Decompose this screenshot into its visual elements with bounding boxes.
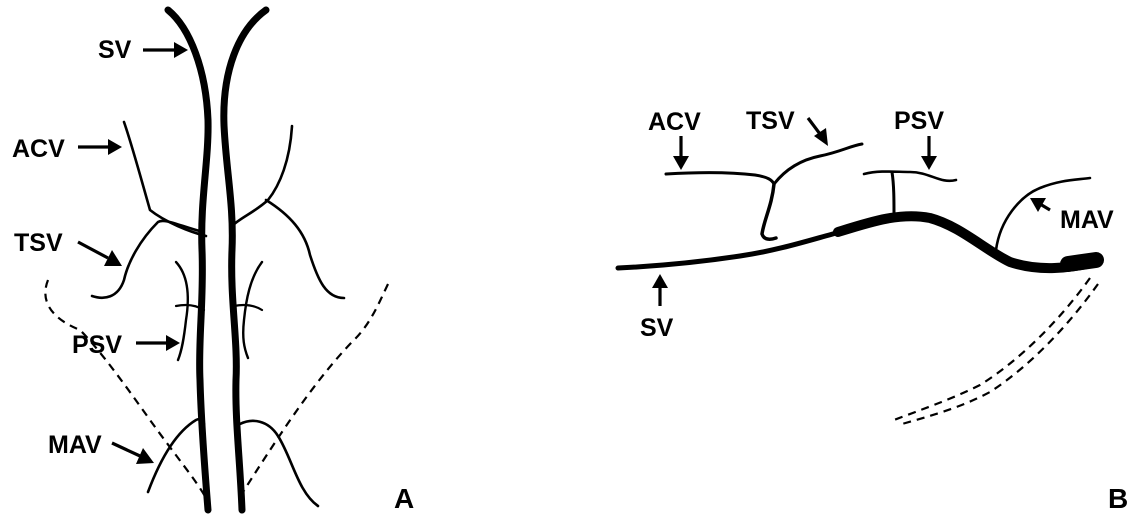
panel-a-mav-right <box>238 419 320 508</box>
panel-a-dashed-right <box>237 283 389 501</box>
panel-a-psv-cross-right <box>232 303 264 312</box>
panel-a-sv-right <box>220 6 270 514</box>
panel-b-arrow-tsv <box>806 117 822 135</box>
panel-a-label-acv: ACV <box>12 135 65 163</box>
panel-a-dashed-left <box>44 279 207 499</box>
panel-b-psv-drop <box>890 170 896 218</box>
panel-b-tsv <box>772 142 864 186</box>
panel-a-label-psv: PSV <box>72 331 122 359</box>
panel-a-label-mav: MAV <box>48 431 102 459</box>
panel-a-arrowhead-sv <box>174 42 188 58</box>
panel-b-sv-trunk-thick <box>833 211 1101 274</box>
panel-a-mav-left <box>146 417 206 494</box>
panel-b-arrowhead-acv <box>673 156 689 170</box>
panel-b-mav <box>994 176 1092 252</box>
panel-a-letter: A <box>394 483 414 514</box>
panel-b-dashed-inner <box>901 283 1099 426</box>
panel-b-label-tsv: TSV <box>746 107 795 135</box>
panel-b-arrowhead-mav <box>1030 198 1046 212</box>
panel-b-label-acv: ACV <box>648 108 701 136</box>
panel-a-label-tsv: TSV <box>14 229 63 257</box>
panel-a-arrowhead-psv <box>166 335 180 351</box>
panel-a-tsv-left <box>90 219 205 300</box>
panel-a-arrowhead-tsv <box>104 250 122 266</box>
panel-b-letter: B <box>1108 483 1128 514</box>
panel-b-arrowhead-psv <box>921 156 937 170</box>
panel-a-psv-left <box>174 260 190 362</box>
panel-b-label-mav: MAV <box>1060 206 1114 234</box>
panel-b-sv-trunk-thin <box>615 229 843 271</box>
panel-a-tsv-right <box>264 198 346 300</box>
panel-b-label-sv: SV <box>640 314 674 342</box>
panel-b-arrowhead-sv <box>652 274 668 288</box>
panel-b: ACV TSV PSV MAV SV B <box>615 107 1128 514</box>
panel-a-arrow-tsv <box>77 240 109 260</box>
panel-a-psv-cross-left <box>174 303 206 312</box>
panel-a-arrowhead-acv <box>108 139 122 155</box>
panel-a-arrow-mav <box>111 441 141 458</box>
panel-b-dashed-outer <box>893 277 1091 422</box>
panel-b-psv <box>862 170 958 183</box>
panel-a: SV ACV TSV PSV MAV A <box>12 6 414 514</box>
panel-b-tsv-drop <box>760 182 778 241</box>
panel-b-sv-end <box>1060 252 1104 272</box>
panel-b-acv <box>664 171 776 186</box>
panel-b-arrowhead-tsv <box>814 128 828 146</box>
panel-a-sv-left <box>164 6 212 514</box>
panel-a-acv-left <box>122 120 208 238</box>
panel-b-label-psv: PSV <box>894 107 944 135</box>
panel-a-psv-right <box>242 260 264 360</box>
panel-a-label-sv: SV <box>98 36 132 64</box>
panel-a-arrowhead-mav <box>136 448 154 464</box>
